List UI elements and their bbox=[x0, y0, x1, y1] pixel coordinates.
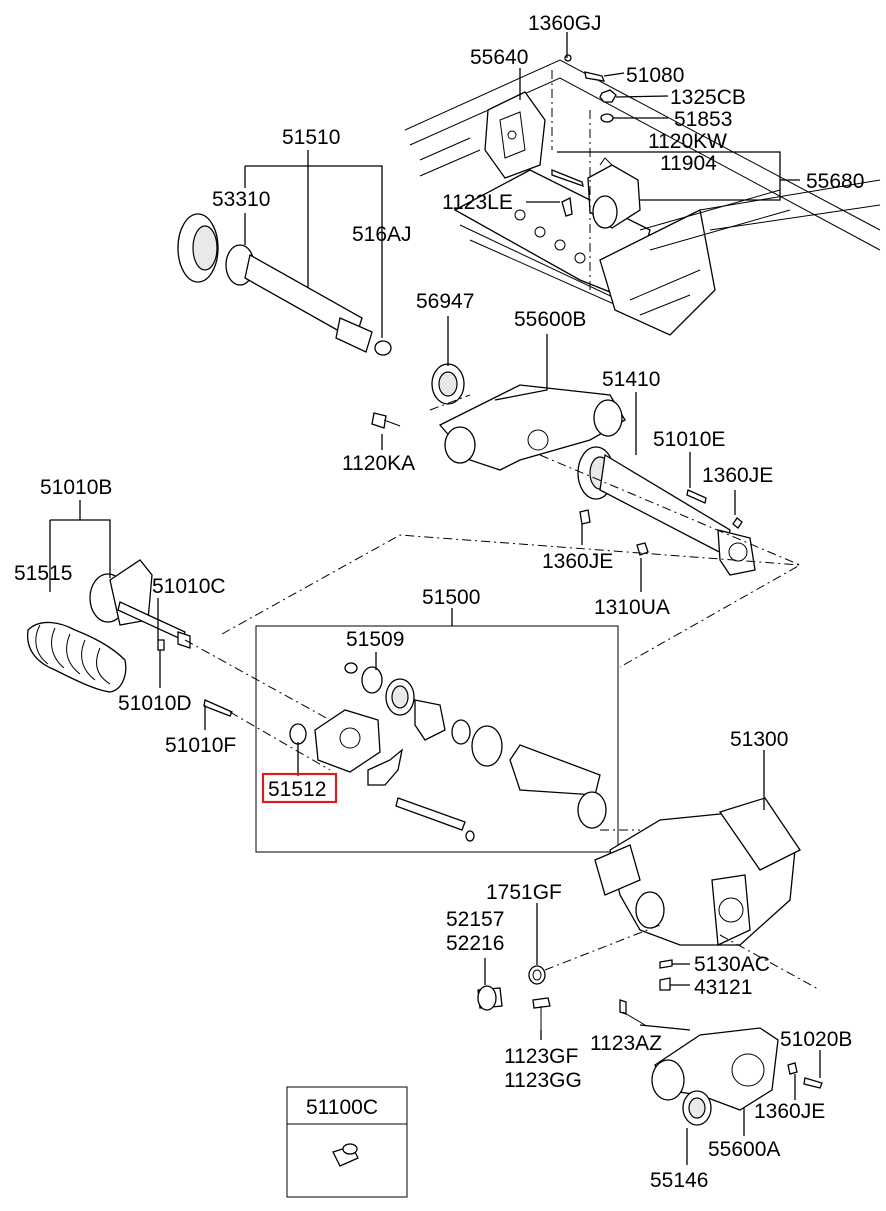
label-53310: 53310 bbox=[212, 188, 270, 211]
label-55640: 55640 bbox=[470, 46, 528, 69]
label-51512: 51512 bbox=[268, 778, 326, 801]
label-55600A: 55600A bbox=[708, 1138, 780, 1161]
label-51100C: 51100C bbox=[306, 1096, 378, 1119]
label-51010D: 51010D bbox=[118, 692, 192, 715]
label-52216: 52216 bbox=[446, 932, 504, 955]
label-51010E: 51010E bbox=[653, 428, 725, 451]
axle-tube-51410 bbox=[577, 446, 756, 576]
label-1751GF: 1751GF bbox=[486, 881, 562, 904]
box-51500 bbox=[255, 625, 619, 853]
bracket-51010B bbox=[89, 559, 186, 641]
label-51300: 51300 bbox=[730, 728, 788, 751]
label-51410: 51410 bbox=[602, 368, 660, 391]
label-56947: 56947 bbox=[416, 290, 474, 313]
label-1360JE-middle: 1360JE bbox=[542, 550, 613, 573]
differential-51300 bbox=[594, 797, 801, 991]
label-51500: 51500 bbox=[422, 586, 480, 609]
label-1310UA: 1310UA bbox=[594, 596, 670, 619]
label-51010C: 51010C bbox=[152, 575, 226, 598]
label-51853: 51853 bbox=[674, 108, 732, 131]
label-1123LE: 1123LE bbox=[442, 191, 513, 214]
pin-51010C bbox=[177, 631, 191, 649]
label-51010F: 51010F bbox=[165, 734, 236, 757]
label-1360JE-upper: 1360JE bbox=[702, 464, 773, 487]
mount-55680 bbox=[587, 157, 641, 229]
bolt-51010D bbox=[157, 639, 165, 651]
leader-lines bbox=[49, 32, 821, 1165]
label-1325CB: 1325CB bbox=[670, 86, 746, 109]
label-55680: 55680 bbox=[806, 170, 864, 193]
label-55600B: 55600B bbox=[514, 308, 586, 331]
boot-51515 bbox=[27, 621, 127, 693]
highlight-box bbox=[261, 772, 338, 804]
washer-1751GF bbox=[528, 965, 546, 985]
actuator-parts bbox=[289, 662, 607, 842]
part-labels: 1360GJ 55640 51080 1325CB 51853 1120KW 1… bbox=[14, 12, 864, 1192]
mount-arm-55600B bbox=[371, 363, 626, 471]
bolt-51010F bbox=[203, 699, 233, 717]
plug-52157 bbox=[477, 985, 503, 1011]
bracket-55640 bbox=[484, 91, 546, 179]
label-51010B: 51010B bbox=[40, 476, 112, 499]
label-52157: 52157 bbox=[446, 908, 504, 931]
label-1123GF: 1123GF bbox=[504, 1045, 578, 1068]
label-1120KA: 1120KA bbox=[342, 452, 415, 475]
bolt-1123GF bbox=[532, 997, 551, 1030]
label-51509: 51509 bbox=[346, 628, 404, 651]
mount-55600A bbox=[651, 1027, 823, 1126]
label-1123AZ: 1123AZ bbox=[590, 1032, 662, 1055]
label-51515: 51515 bbox=[14, 562, 72, 585]
label-1360JE-lower: 1360JE bbox=[754, 1100, 825, 1123]
top-hardware bbox=[551, 54, 617, 217]
label-5130AC: 5130AC bbox=[694, 953, 770, 976]
bolt-1123AZ bbox=[619, 999, 646, 1026]
label-1123GG: 1123GG bbox=[504, 1069, 582, 1092]
label-1120KW: 1120KW bbox=[648, 130, 727, 153]
label-516AJ: 516AJ bbox=[352, 223, 412, 246]
crossmember-frame bbox=[404, 59, 881, 336]
label-51080: 51080 bbox=[626, 64, 684, 87]
label-51020B: 51020B bbox=[780, 1028, 852, 1051]
box-51100C bbox=[286, 1086, 408, 1198]
axle-shaft-51510 bbox=[177, 213, 392, 356]
label-11904: 11904 bbox=[660, 152, 717, 175]
label-51510: 51510 bbox=[282, 126, 340, 149]
label-1360GJ: 1360GJ bbox=[528, 12, 602, 35]
label-55146: 55146 bbox=[650, 1169, 708, 1192]
label-43121: 43121 bbox=[694, 976, 752, 999]
